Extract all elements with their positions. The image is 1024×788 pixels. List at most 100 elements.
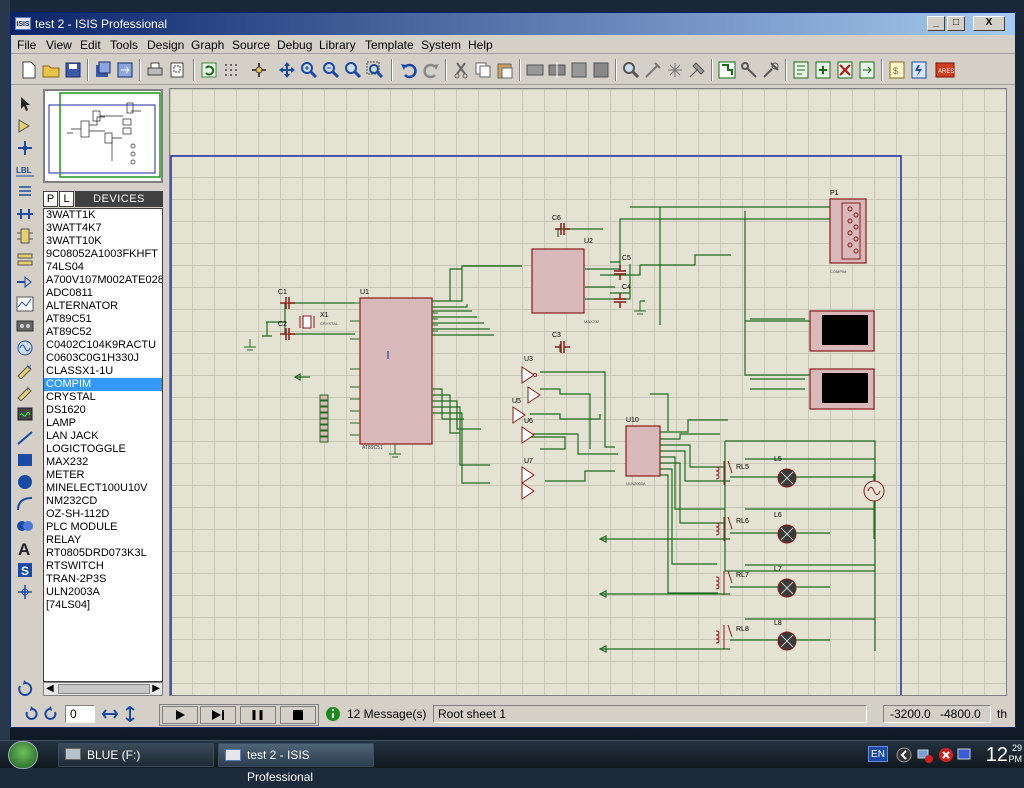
terminals-mode-icon[interactable] bbox=[15, 251, 35, 269]
overview-window[interactable] bbox=[43, 89, 163, 183]
wire-autorouter-icon[interactable] bbox=[717, 60, 737, 80]
stop-icon[interactable] bbox=[280, 706, 316, 724]
cut-icon[interactable] bbox=[451, 60, 471, 80]
add-sheet-icon[interactable] bbox=[813, 60, 833, 80]
goto-sheet-icon[interactable] bbox=[857, 60, 877, 80]
generator-mode-icon[interactable] bbox=[15, 339, 35, 357]
device-item[interactable]: C0402C104K9RACTU bbox=[44, 339, 162, 352]
origin-icon[interactable] bbox=[249, 60, 269, 80]
menu-design[interactable]: Design bbox=[147, 38, 184, 52]
circle-tool-icon[interactable] bbox=[15, 473, 35, 491]
subcircuit-icon[interactable] bbox=[15, 227, 35, 245]
device-item[interactable]: 3WATT4K7 bbox=[44, 222, 162, 235]
refresh-icon[interactable] bbox=[199, 60, 219, 80]
device-item[interactable]: MAX232 bbox=[44, 456, 162, 469]
block-rotate-icon[interactable] bbox=[569, 60, 589, 80]
marker-tool-icon[interactable] bbox=[15, 583, 35, 601]
clock-hour[interactable]: 12 bbox=[986, 743, 1008, 767]
virtual-terminal-2[interactable] bbox=[810, 369, 874, 409]
decompose-icon[interactable] bbox=[687, 60, 707, 80]
device-item[interactable]: DS1620 bbox=[44, 404, 162, 417]
device-item[interactable]: COMPIM bbox=[44, 378, 162, 391]
inverter-buffers[interactable] bbox=[513, 367, 540, 499]
relays[interactable] bbox=[716, 461, 732, 649]
component-c2[interactable]: C2 bbox=[278, 321, 295, 340]
rotate-cw-icon[interactable] bbox=[43, 706, 59, 722]
tape-recorder-icon[interactable] bbox=[15, 317, 35, 335]
maximize-button[interactable]: □ bbox=[947, 16, 965, 31]
show-hidden-icons-icon[interactable] bbox=[896, 747, 912, 763]
device-item[interactable]: AT89C52 bbox=[44, 326, 162, 339]
device-item[interactable]: 9C08052A1003FKHFT bbox=[44, 248, 162, 261]
selection-mode-icon[interactable] bbox=[15, 95, 35, 113]
new-sheet-icon[interactable] bbox=[791, 60, 811, 80]
menu-view[interactable]: View bbox=[46, 38, 72, 52]
virtual-terminal-1[interactable] bbox=[810, 311, 874, 351]
component-u10[interactable]: U10 ULN2003A bbox=[626, 417, 660, 486]
rotate-ccw-icon[interactable] bbox=[23, 706, 39, 722]
virtual-instruments-icon[interactable] bbox=[15, 405, 35, 423]
start-button[interactable] bbox=[8, 741, 38, 769]
device-item[interactable]: A700V107M002ATE028 bbox=[44, 274, 162, 287]
menu-system[interactable]: System bbox=[421, 38, 461, 52]
component-mode-icon[interactable] bbox=[15, 117, 35, 135]
device-item[interactable]: 3WATT10K bbox=[44, 235, 162, 248]
menu-file[interactable]: File bbox=[17, 38, 36, 52]
path-tool-icon[interactable] bbox=[15, 517, 35, 535]
close-button[interactable]: X bbox=[973, 16, 1005, 31]
network-icon[interactable] bbox=[916, 747, 934, 763]
step-icon[interactable] bbox=[200, 706, 236, 724]
security-alert-icon[interactable] bbox=[938, 747, 954, 763]
device-item[interactable]: LAMP bbox=[44, 417, 162, 430]
line-tool-icon[interactable] bbox=[15, 429, 35, 447]
device-item[interactable]: PLC MODULE bbox=[44, 521, 162, 534]
component-c6[interactable]: C6 bbox=[552, 215, 570, 235]
device-item[interactable]: TRAN-2P3S bbox=[44, 573, 162, 586]
package-tool-icon[interactable] bbox=[665, 60, 685, 80]
component-x1[interactable]: X1 CRYSTAL bbox=[300, 312, 339, 328]
device-item[interactable]: [74LS04] bbox=[44, 599, 162, 612]
component-u1[interactable]: U1 AT89C51 bbox=[350, 289, 438, 451]
device-list[interactable]: 3WATT1K3WATT4K73WATT10K9C08052A1003FKHFT… bbox=[43, 208, 163, 682]
component-p1[interactable]: P1 COMPIM bbox=[830, 190, 866, 274]
text-script-icon[interactable] bbox=[15, 183, 35, 201]
device-item[interactable]: 74LS04 bbox=[44, 261, 162, 274]
scroll-right-icon[interactable]: ▶ bbox=[152, 683, 160, 694]
info-icon[interactable] bbox=[325, 706, 341, 722]
language-indicator[interactable]: EN bbox=[868, 746, 888, 762]
menu-debug[interactable]: Debug bbox=[277, 38, 312, 52]
rotation-angle-input[interactable]: 0 bbox=[65, 705, 95, 723]
device-item[interactable]: LAN JACK bbox=[44, 430, 162, 443]
pick-device-button[interactable]: P bbox=[43, 191, 58, 207]
title-bar[interactable]: ISIS test 2 - ISIS Professional _ □ X bbox=[11, 13, 1015, 35]
device-item[interactable]: RELAY bbox=[44, 534, 162, 547]
block-delete-icon[interactable] bbox=[591, 60, 611, 80]
symbol-tool-icon[interactable]: S bbox=[15, 561, 35, 579]
zoom-out-icon[interactable] bbox=[321, 60, 341, 80]
device-item[interactable]: CRYSTAL bbox=[44, 391, 162, 404]
arc-tool-icon[interactable] bbox=[15, 495, 35, 513]
pick-device-icon[interactable] bbox=[621, 60, 641, 80]
new-file-icon[interactable] bbox=[19, 60, 39, 80]
zoom-in-icon[interactable] bbox=[299, 60, 319, 80]
zoom-area-icon[interactable] bbox=[365, 60, 385, 80]
device-item[interactable]: MINELECT100U10V bbox=[44, 482, 162, 495]
device-item[interactable]: OZ-SH-112D bbox=[44, 508, 162, 521]
remove-sheet-icon[interactable] bbox=[835, 60, 855, 80]
scroll-left-icon[interactable]: ◀ bbox=[46, 683, 54, 694]
mirror-horizontal-icon[interactable] bbox=[101, 706, 119, 722]
device-item[interactable]: ALTERNATOR bbox=[44, 300, 162, 313]
grid-icon[interactable] bbox=[221, 60, 241, 80]
mirror-vertical-icon[interactable] bbox=[123, 706, 137, 722]
component-c5[interactable]: C5 bbox=[614, 255, 631, 280]
device-list-hscrollbar[interactable]: ◀ ▶ bbox=[43, 682, 163, 696]
paste-icon[interactable] bbox=[495, 60, 515, 80]
component-c3[interactable]: C3 bbox=[552, 332, 570, 353]
component-c4[interactable]: C4 bbox=[614, 284, 631, 308]
bill-of-materials-icon[interactable]: $ bbox=[887, 60, 907, 80]
graph-mode-icon[interactable] bbox=[15, 295, 35, 313]
property-assignment-icon[interactable] bbox=[761, 60, 781, 80]
save-icon[interactable] bbox=[63, 60, 83, 80]
redo-icon[interactable] bbox=[421, 60, 441, 80]
menu-library[interactable]: Library bbox=[319, 38, 356, 52]
